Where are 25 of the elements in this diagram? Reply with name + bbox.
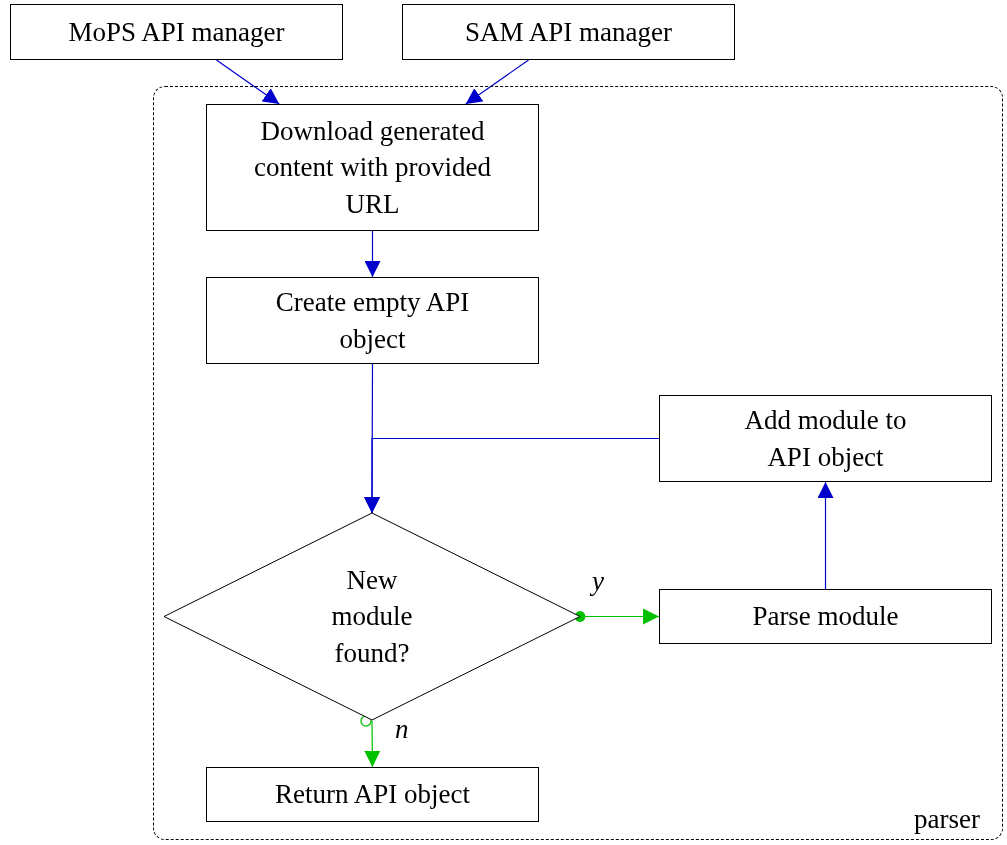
node-label: SAM API manager	[465, 15, 672, 49]
process-box	[659, 589, 992, 644]
node-label: Create empty API object	[274, 286, 471, 356]
arrow	[465, 59, 530, 105]
arrow	[364, 437, 660, 514]
process-box	[206, 104, 539, 231]
dashed-group-frame	[153, 86, 1003, 840]
group-label: parser	[914, 802, 980, 836]
process-box	[206, 767, 539, 822]
arrow	[215, 59, 280, 105]
decision-diamond	[164, 513, 580, 720]
arrow	[574, 608, 660, 625]
node-label: Add module to API object	[743, 404, 908, 474]
node-label: MoPS API manager	[68, 15, 285, 49]
arrow	[364, 230, 381, 278]
arrow	[360, 715, 381, 768]
process-box	[402, 4, 735, 60]
process-box	[10, 4, 343, 60]
node-label: Return API object	[275, 778, 470, 812]
node-label: Parse module	[752, 600, 899, 634]
node-label: Download generated content with provided URL	[253, 114, 492, 221]
process-box	[659, 395, 992, 482]
arrow	[817, 481, 834, 590]
process-box	[206, 277, 539, 364]
node-label: New module found?	[330, 563, 414, 670]
